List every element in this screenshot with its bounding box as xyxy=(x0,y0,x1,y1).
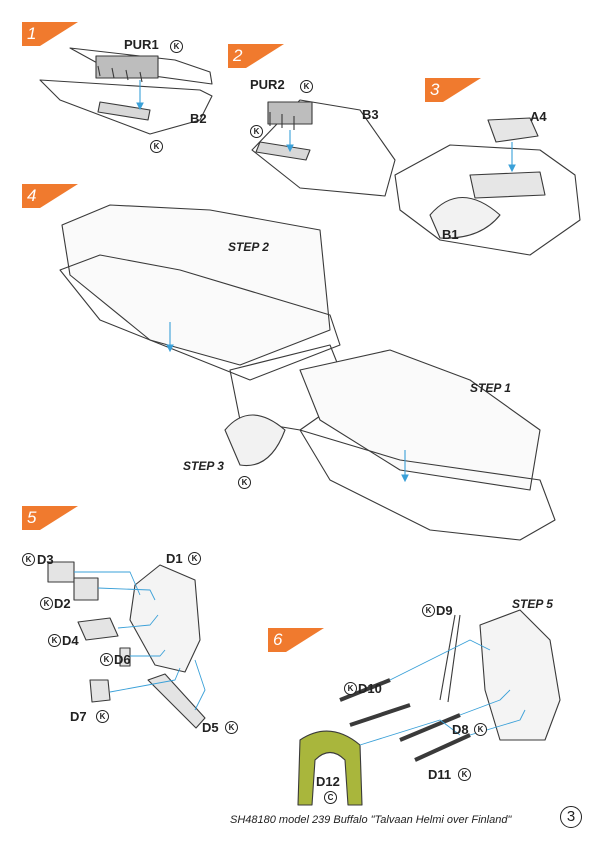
step-1-banner xyxy=(22,22,78,46)
step-2-banner xyxy=(228,44,284,68)
kit-part-icon: K xyxy=(40,597,53,610)
label-pur2: PUR2 xyxy=(250,77,285,92)
label-d6: D6 xyxy=(114,652,131,667)
kit-part-icon: K xyxy=(225,721,238,734)
label-d4: D4 xyxy=(62,633,79,648)
label-d3: D3 xyxy=(37,552,54,567)
label-d8: D8 xyxy=(452,722,469,737)
step-3-number: 3 xyxy=(430,80,440,99)
step-3-drawing xyxy=(394,117,581,256)
step-5-number: 5 xyxy=(27,508,37,527)
label-d1: D1 xyxy=(166,551,183,566)
kit-part-icon: K xyxy=(96,710,109,723)
label-pur1: PUR1 xyxy=(124,37,159,52)
step-5-banner xyxy=(22,506,78,530)
kit-part-icon: K xyxy=(22,553,35,566)
step-2-drawing xyxy=(251,99,396,197)
kit-part-icon: K xyxy=(344,682,357,695)
label-d7: D7 xyxy=(70,709,87,724)
step-6-drawing xyxy=(297,609,561,806)
step-1-drawing xyxy=(39,47,213,135)
step-2-number: 2 xyxy=(233,46,243,65)
kit-part-icon: K xyxy=(250,125,263,138)
label-b1: B1 xyxy=(442,227,459,242)
kit-part-icon: K xyxy=(458,768,471,781)
step-4-drawing xyxy=(59,204,556,541)
step-4-banner xyxy=(22,184,78,208)
step-1-reference: STEP 1 xyxy=(470,381,511,395)
kit-part-icon: K xyxy=(238,476,251,489)
label-d11: D11 xyxy=(428,767,452,782)
step-4-number: 4 xyxy=(27,186,37,205)
label-d10: D10 xyxy=(358,681,382,696)
label-d2: D2 xyxy=(54,596,71,611)
step-5-drawing xyxy=(47,561,206,729)
step-6-banner xyxy=(268,628,324,652)
label-d5: D5 xyxy=(202,720,219,735)
page-number: 3 xyxy=(560,806,582,828)
label-d9: D9 xyxy=(436,603,453,618)
kit-part-icon: K xyxy=(474,723,487,736)
step-5-reference: STEP 5 xyxy=(512,597,553,611)
step-6-number: 6 xyxy=(273,630,283,649)
label-b3: B3 xyxy=(362,107,379,122)
common-part-icon: C xyxy=(324,791,337,804)
kit-part-icon: K xyxy=(100,653,113,666)
kit-part-icon: K xyxy=(422,604,435,617)
step-3-reference: STEP 3 xyxy=(183,459,224,473)
step-3-banner xyxy=(425,78,481,102)
kit-part-icon: K xyxy=(300,80,313,93)
kit-part-icon: K xyxy=(188,552,201,565)
step-1-number: 1 xyxy=(27,24,37,43)
kit-part-icon: K xyxy=(170,40,183,53)
footer-title: SH48180 model 239 Buffalo "Talvaan Helmi… xyxy=(230,814,512,826)
label-d12: D12 xyxy=(316,774,340,789)
kit-part-icon: K xyxy=(150,140,163,153)
step-2-reference: STEP 2 xyxy=(228,240,269,254)
label-a4: A4 xyxy=(530,109,547,124)
kit-part-icon: K xyxy=(48,634,61,647)
label-b2: B2 xyxy=(190,111,207,126)
